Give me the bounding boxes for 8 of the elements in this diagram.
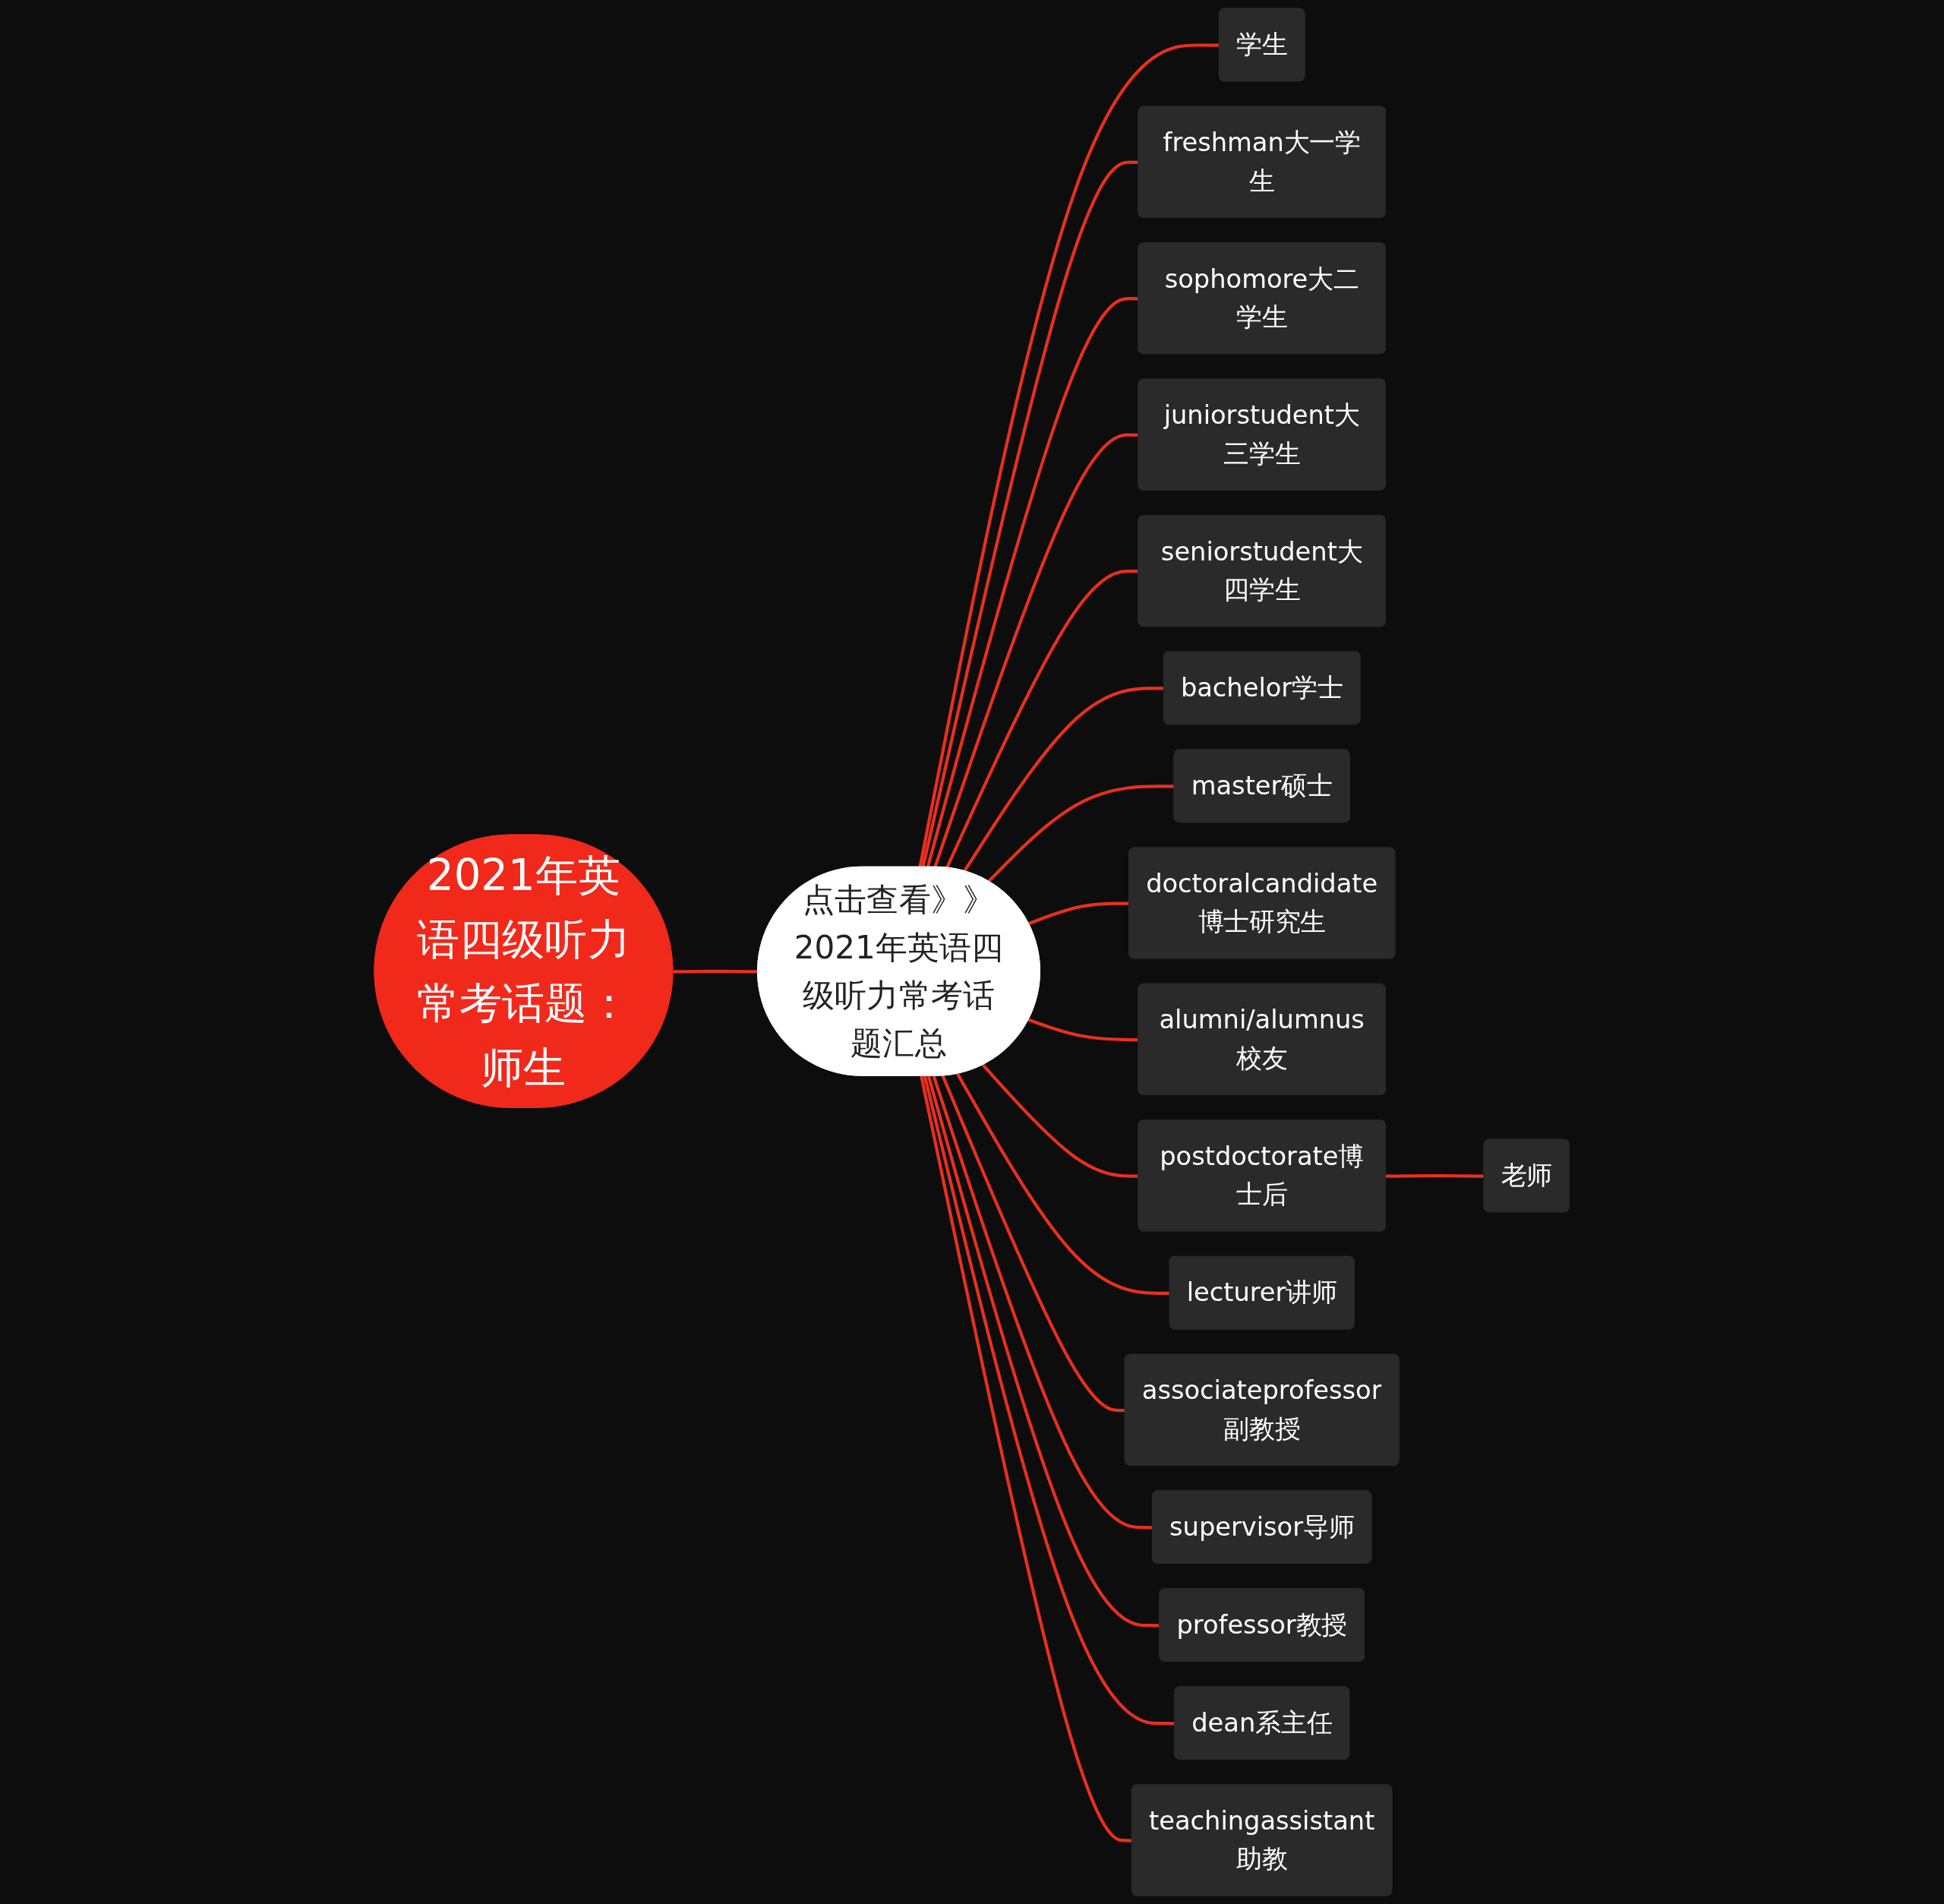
connector (673, 969, 759, 974)
connector (927, 1075, 1160, 1628)
connector (933, 433, 1139, 868)
connector (982, 1063, 1139, 1178)
connector (921, 160, 1139, 868)
connector (1028, 1018, 1139, 1042)
connector (945, 570, 1139, 869)
connector (926, 297, 1139, 868)
